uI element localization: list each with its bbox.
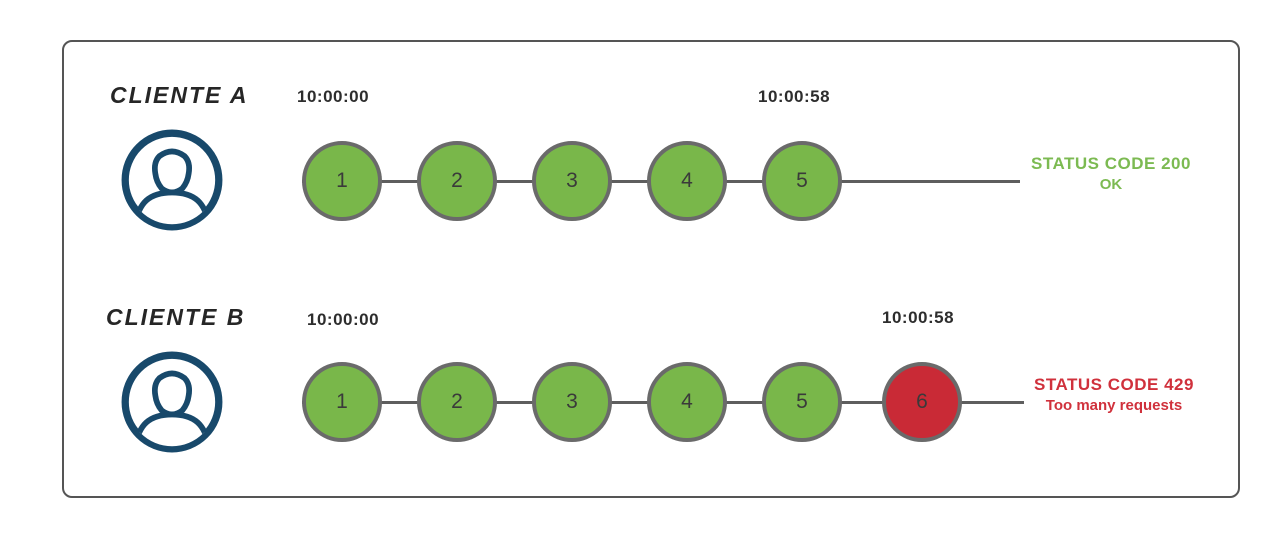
request-node-a5: 5 xyxy=(762,141,842,221)
row-b-start-timestamp: 10:00:00 xyxy=(307,310,380,329)
request-node-b1: 1 xyxy=(302,362,382,442)
client-b-label: CLIENTE B xyxy=(106,304,246,330)
row-a-status: STATUS CODE 200 OK xyxy=(1028,153,1194,195)
request-node-a2: 2 xyxy=(417,141,497,221)
row-b-status: STATUS CODE 429 Too many requests xyxy=(1028,374,1200,416)
row-b-end-timestamp: 10:00:58 xyxy=(882,308,955,327)
row-a-end-timestamp: 10:00:58 xyxy=(758,87,831,106)
status-ok-text: OK xyxy=(1099,176,1123,194)
user-avatar-icon xyxy=(121,129,223,231)
status-code-429-text: STATUS CODE 429 xyxy=(1034,375,1194,394)
request-node-b2: 2 xyxy=(417,362,497,442)
user-avatar-icon xyxy=(121,351,223,453)
row-a-start-timestamp: 10:00:00 xyxy=(297,87,370,106)
status-code-200-text: STATUS CODE 200 xyxy=(1031,154,1191,173)
request-node-b6-rejected: 6 xyxy=(882,362,962,442)
request-node-a3: 3 xyxy=(532,141,612,221)
request-node-b3: 3 xyxy=(532,362,612,442)
status-too-many-requests-text: Too many requests xyxy=(1045,397,1183,415)
request-node-b4: 4 xyxy=(647,362,727,442)
request-node-a1: 1 xyxy=(302,141,382,221)
request-node-a4: 4 xyxy=(647,141,727,221)
diagram-frame: CLIENTE A 10:00:00 10:00:58 1 2 3 4 5 ST… xyxy=(62,40,1240,498)
client-a-label: CLIENTE A xyxy=(110,82,249,108)
request-node-b5: 5 xyxy=(762,362,842,442)
